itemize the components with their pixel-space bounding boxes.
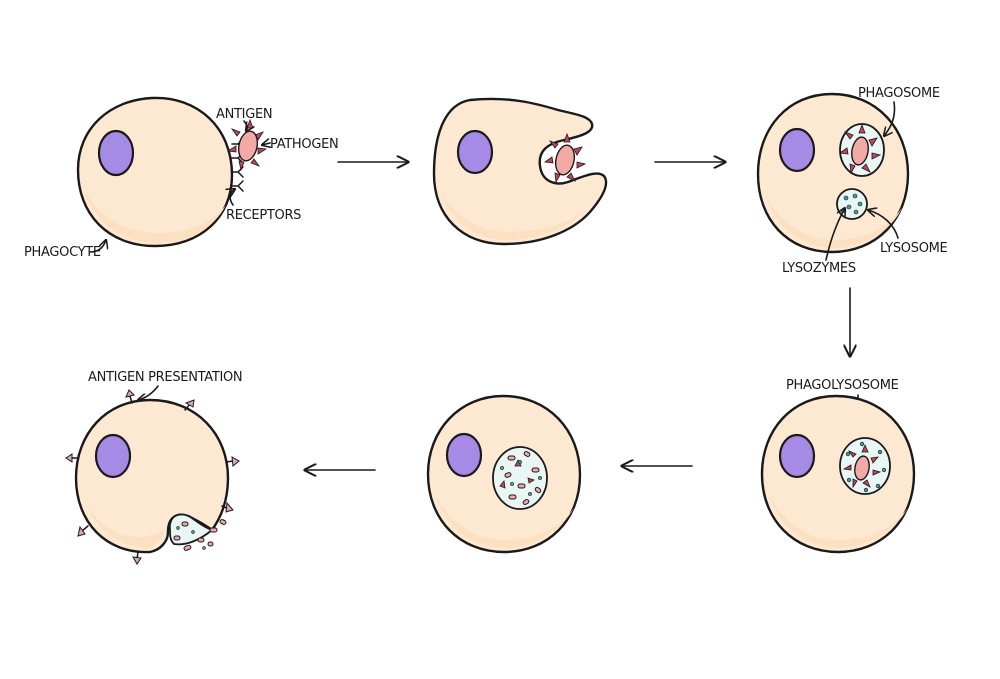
pathogen-2 [543, 132, 587, 184]
receptors-label: RECEPTORS [226, 208, 301, 223]
cell-1-shading [84, 190, 226, 244]
lysozymes-label: LYSOZYMES [782, 261, 856, 276]
cell-6-shading [82, 494, 164, 548]
cell-3-shading [764, 192, 902, 248]
pathogen-3 [838, 123, 882, 175]
stage-3-phagosome: PHAGOSOME LYSOSOME LYSOZYMES [756, 86, 948, 276]
cell-5-shading [434, 492, 574, 548]
pathogen-pointer [262, 143, 270, 145]
nucleus-3 [778, 127, 816, 173]
phagosome-pointer [884, 101, 896, 136]
stage-4-phagolysosome: PHAGOLYSOSOME [760, 378, 916, 554]
pathogen-1 [226, 118, 268, 172]
nucleus-1 [97, 129, 135, 177]
antigen-label: ANTIGEN [216, 107, 272, 122]
cell-4-shading [768, 492, 908, 548]
lysozymes-pointer [825, 208, 845, 261]
nucleus-2 [456, 129, 494, 175]
surface-antigens-6 [65, 389, 240, 565]
phagocyte-cell-2 [432, 97, 608, 246]
nucleus-5 [445, 432, 483, 478]
pathogen-fragments-5 [499, 451, 542, 505]
pathogen-4 [842, 443, 882, 489]
digestive-vacuole-5 [492, 446, 548, 510]
antigen-pointer [243, 120, 247, 131]
enzyme-dots-4 [845, 441, 887, 493]
lysosome-pointer [868, 210, 899, 239]
phagocyte-cell-4 [760, 394, 916, 554]
cell-2-shading [440, 190, 586, 240]
phagosome-label: PHAGOSOME [858, 86, 940, 101]
phagocyte-label: PHAGOCYTE [24, 245, 101, 260]
stage-2-engulfing [432, 97, 608, 246]
receptors-pointer [230, 189, 235, 206]
stage-5-digestion [426, 394, 582, 554]
phagolysosome-label: PHAGOLYSOSOME [786, 378, 899, 393]
stage-6-antigen-presentation: ANTIGEN PRESENTATION [65, 370, 243, 565]
phagocyte-pointer [89, 240, 106, 253]
pathogen-label: PATHOGEN [270, 137, 338, 152]
antigen-presentation-label: ANTIGEN PRESENTATION [88, 370, 242, 385]
nucleus-6 [94, 433, 132, 479]
antigen-presentation-pointer [138, 385, 159, 400]
stage-1-phagocyte: ANTIGEN PATHOGEN RECEPTORS PHAGOCYTE [24, 96, 339, 260]
released-fragments-6 [173, 519, 227, 551]
nucleus-4 [778, 433, 816, 479]
lysosome-label: LYSOSOME [880, 241, 948, 256]
